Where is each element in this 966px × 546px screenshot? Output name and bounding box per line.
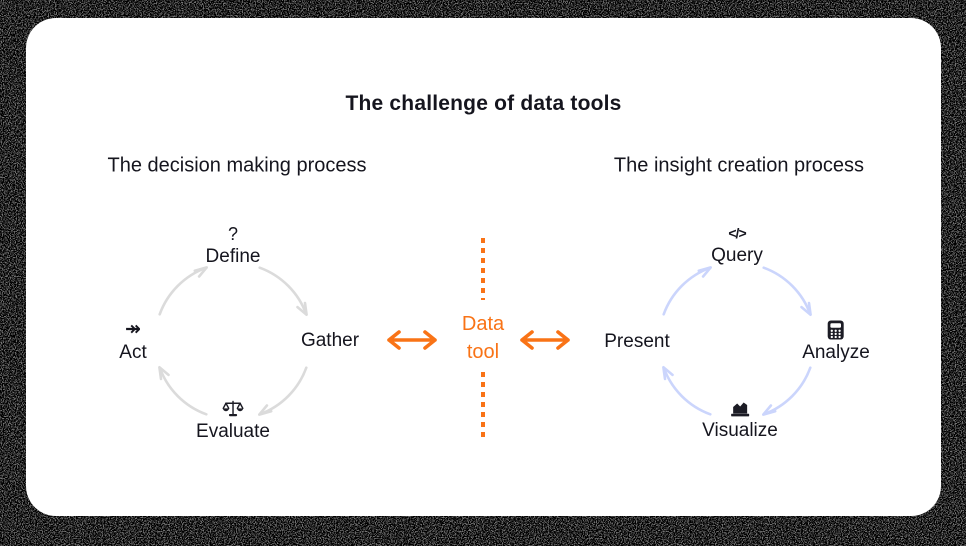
- left-process-heading: The decision making process: [107, 154, 367, 177]
- question-icon: ?: [227, 224, 239, 244]
- decision-cycle-arrows: [158, 266, 308, 416]
- step-evaluate: Evaluate: [196, 397, 270, 443]
- step-label: Visualize: [702, 420, 778, 441]
- chart-icon: [729, 396, 751, 418]
- step-label: Act: [119, 342, 147, 363]
- divider-dotted-top: [481, 238, 485, 300]
- step-analyze: Analyze: [802, 318, 870, 364]
- step-define: ? Define: [206, 222, 261, 268]
- diagram-title: The challenge of data tools: [345, 92, 622, 115]
- right-double-arrow-icon: [520, 330, 570, 350]
- scales-icon: [222, 397, 244, 419]
- step-label: Evaluate: [196, 421, 270, 442]
- calculator-icon: [827, 318, 844, 340]
- data-tool-line1: Data: [461, 313, 505, 335]
- step-label: Define: [205, 246, 261, 267]
- data-tool-label: Data tool: [462, 310, 504, 366]
- step-gather: Gather: [301, 330, 359, 352]
- divider-dotted-bottom: [481, 372, 485, 438]
- right-process-heading: The insight creation process: [613, 154, 865, 177]
- step-present: Present: [604, 331, 669, 353]
- left-double-arrow-icon: [387, 330, 437, 350]
- step-visualize: Visualize: [702, 396, 778, 442]
- step-act: ↠ Act: [119, 318, 146, 364]
- step-label: Present: [604, 331, 670, 352]
- double-arrow-icon: ↠: [125, 319, 141, 340]
- step-label: Query: [711, 245, 763, 266]
- step-label: Gather: [300, 330, 360, 351]
- insight-cycle-arrows: [662, 266, 812, 416]
- data-tool-line2: tool: [466, 341, 500, 363]
- code-icon: </>: [728, 225, 746, 241]
- diagram-card: The challenge of data tools The decision…: [26, 18, 941, 516]
- step-label: Analyze: [802, 342, 870, 363]
- step-query: </> Query: [711, 221, 763, 267]
